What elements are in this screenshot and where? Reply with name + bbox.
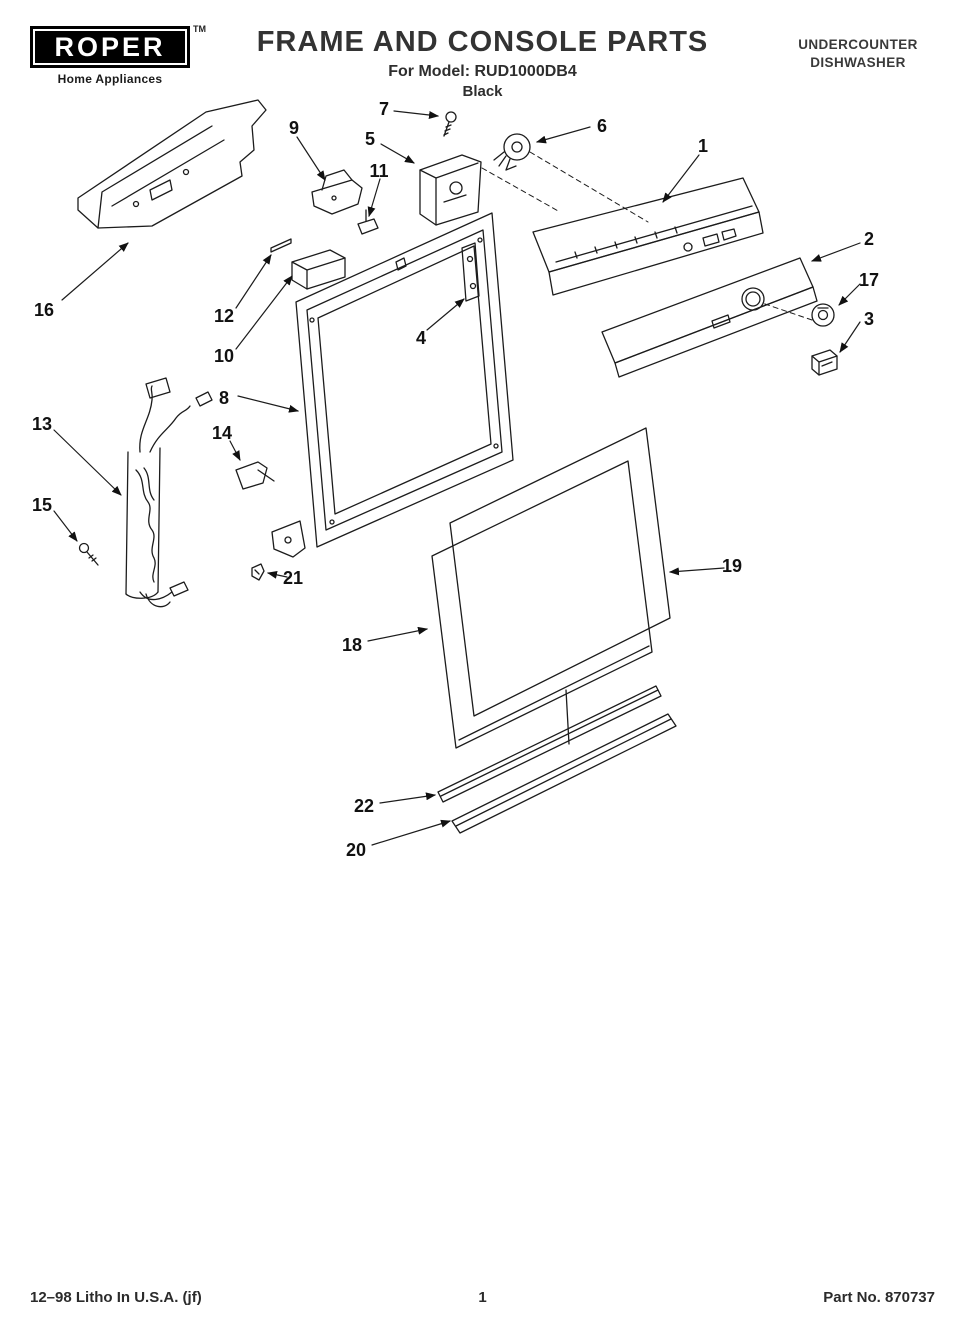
callout-11: 11 xyxy=(369,161,388,181)
category-line-1: UNDERCOUNTER xyxy=(798,37,918,52)
callout-12: 12 xyxy=(214,306,234,326)
brand-name: ROPER xyxy=(54,31,166,62)
callout-7: 7 xyxy=(379,99,389,119)
trademark-symbol: TM xyxy=(193,24,206,34)
console-panel-part xyxy=(532,177,764,296)
console-escutcheon-part xyxy=(601,257,818,378)
screw-part-15 xyxy=(78,542,99,566)
appliance-category: UNDERCOUNTER DISHWASHER xyxy=(773,36,943,72)
alignment-dashed-lines xyxy=(481,151,813,321)
brand-tagline: Home Appliances xyxy=(57,72,163,86)
category-line-2: DISHWASHER xyxy=(810,55,906,71)
roper-logo: ROPER TM Home Appliances xyxy=(30,24,206,86)
callout-16: 16 xyxy=(34,300,54,320)
callout-10: 10 xyxy=(214,346,234,366)
trim-strip-part-20 xyxy=(451,713,677,834)
grommet-part xyxy=(251,563,265,581)
callout-21: 21 xyxy=(283,568,303,588)
callout-22: 22 xyxy=(354,796,374,816)
strike-bracket-part xyxy=(461,242,480,302)
part-number: Part No. 870737 xyxy=(823,1289,935,1306)
page-footer: 12–98 Litho In U.S.A. (jf) 1 Part No. 87… xyxy=(0,1289,965,1311)
wiring-harness-part xyxy=(125,377,213,608)
callout-1: 1 xyxy=(698,136,708,156)
inner-door-panel-part xyxy=(431,460,653,749)
callout-2: 2 xyxy=(864,229,874,249)
callout-3: 3 xyxy=(864,309,874,329)
rocker-switch-part xyxy=(811,349,838,376)
callout-arrows xyxy=(53,110,861,846)
callout-20: 20 xyxy=(346,840,366,860)
callout-4: 4 xyxy=(416,328,426,348)
clip-part-11 xyxy=(357,209,379,235)
callout-14: 14 xyxy=(212,423,232,443)
roper-logo-box: ROPER xyxy=(30,26,190,68)
callout-9: 9 xyxy=(289,118,299,138)
trim-strip-part-22 xyxy=(437,685,662,803)
callout-13: 13 xyxy=(32,414,52,434)
timer-wheel-part xyxy=(493,133,531,171)
door-latch-part xyxy=(419,154,482,226)
switch-bracket-part xyxy=(311,169,363,215)
callout-6: 6 xyxy=(597,116,607,136)
color-line: Black xyxy=(462,83,503,100)
pin-part-12 xyxy=(270,238,292,253)
model-line: For Model: RUD1000DB4 xyxy=(388,63,577,80)
page-number: 1 xyxy=(478,1289,487,1306)
outer-door-panel-part xyxy=(449,427,671,717)
callout-19: 19 xyxy=(722,556,742,576)
screw-part-7 xyxy=(443,111,457,137)
callout-17: 17 xyxy=(859,270,879,290)
callout-18: 18 xyxy=(342,635,362,655)
title-block: FRAME AND CONSOLE PARTS For Model: RUD10… xyxy=(0,26,965,100)
callout-8: 8 xyxy=(219,388,229,408)
callout-5: 5 xyxy=(365,129,375,149)
latch-keeper-part xyxy=(235,461,275,490)
knob-part xyxy=(811,303,835,327)
litho-note: 12–98 Litho In U.S.A. (jf) xyxy=(30,1289,202,1306)
console-bracket-part xyxy=(77,99,267,229)
page-title: FRAME AND CONSOLE PARTS xyxy=(256,26,709,58)
callout-15: 15 xyxy=(32,495,52,515)
door-frame-part xyxy=(271,212,514,558)
